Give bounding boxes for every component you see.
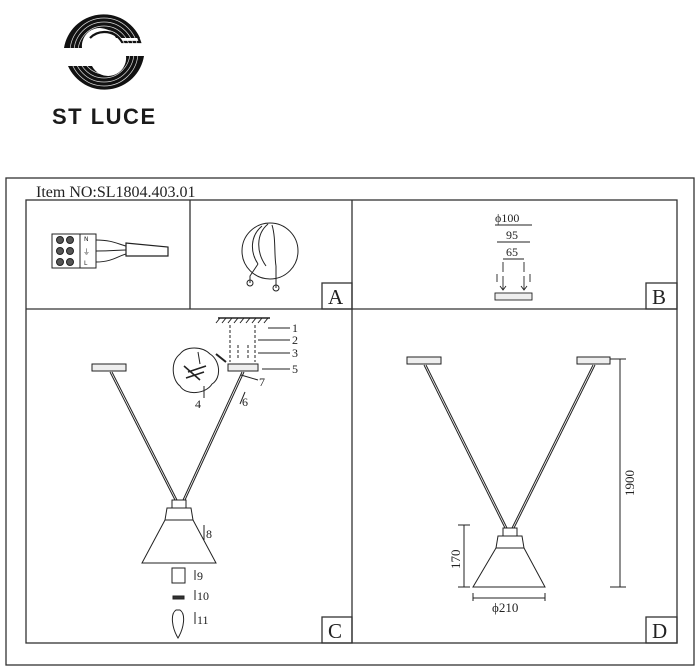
panel-letter-c: C: [328, 619, 342, 643]
dimension-mid: 95: [506, 228, 518, 242]
callout-5: 5: [292, 362, 298, 376]
item-number: Item NO:SL1804.403.01: [36, 184, 196, 201]
callout-10: 10: [197, 589, 209, 603]
dimension-inner: 65: [506, 245, 518, 259]
callout-8: 8: [206, 527, 212, 541]
wire-detail-drawing: [241, 222, 299, 292]
panel-letter-a: A: [328, 285, 344, 309]
callout-1: 1: [292, 321, 298, 335]
dimension-shade-height: 170: [448, 550, 463, 570]
callout-6: 6: [242, 395, 248, 409]
installation-drawing: [91, 317, 290, 639]
terminal-ground-symbol: ⏚: [83, 248, 90, 256]
st-luce-logo: [64, 14, 144, 90]
callout-4: 4: [195, 397, 201, 411]
callout-2: 2: [292, 333, 298, 347]
callout-7: 7: [259, 375, 265, 389]
assembled-dimension-drawing: [406, 356, 626, 601]
outer-frame: [5, 177, 695, 666]
dimension-shade-diameter: ϕ210: [492, 600, 518, 615]
terminal-label-n: N: [84, 236, 89, 243]
dimension-total-height: 1900: [622, 470, 637, 496]
terminal-block-drawing: [51, 233, 169, 269]
callout-3: 3: [292, 346, 298, 360]
dimension-outer: ϕ100: [495, 211, 519, 225]
brand-name: ST LUCE: [52, 104, 157, 129]
panel-letter-b: B: [652, 285, 666, 309]
ceiling-plate-dimension-drawing: [494, 224, 533, 301]
panel-letter-d: D: [652, 619, 667, 643]
terminal-label-l: L: [84, 260, 88, 267]
callout-11: 11: [197, 613, 209, 627]
callout-9: 9: [197, 569, 203, 583]
